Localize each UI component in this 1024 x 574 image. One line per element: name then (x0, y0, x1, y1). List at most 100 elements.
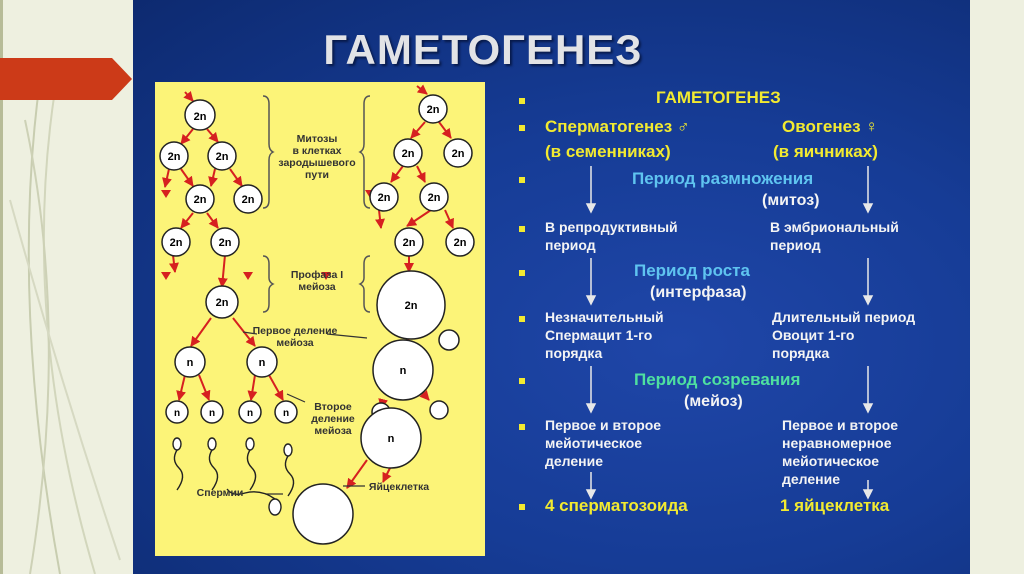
svg-text:2n: 2n (216, 151, 229, 163)
cell-oocyte-2n: 2n (376, 270, 446, 340)
svg-text:2n: 2n (194, 194, 207, 206)
sperm-meiosis: Первое и второе мейотическое деление (545, 417, 662, 469)
svg-text:n: n (283, 408, 289, 419)
cell-diploid: 2n (393, 138, 423, 168)
mitosis-label: (митоз) (762, 192, 820, 209)
period-reproduction: Период размножения (632, 169, 814, 188)
cell-haploid: n (174, 346, 206, 378)
cell-diploid: 2n (161, 227, 191, 257)
cell-diploid: 2n (394, 227, 424, 257)
svg-text:n: n (259, 357, 266, 369)
bullet (519, 424, 525, 430)
period-growth: Период роста (634, 261, 750, 280)
bullet (519, 504, 525, 510)
sperm-result: 4 сперматозоида (545, 496, 688, 515)
svg-text:2n: 2n (242, 194, 255, 206)
cell-diploid: 2n (185, 184, 215, 214)
sperm-growth: Незначительный Спермацит 1-го порядка (545, 309, 664, 361)
cell-diploid: 2n (419, 182, 449, 212)
in-testes-label: (в семенниках) (545, 142, 671, 161)
svg-text:2n: 2n (405, 300, 418, 312)
svg-text:n: n (247, 408, 253, 419)
sperm-reproduction-time: В репродуктивный период (545, 219, 678, 253)
cell-diploid: 2n (159, 141, 189, 171)
cell-diploid: 2n (205, 285, 239, 319)
svg-text:2n: 2n (403, 237, 416, 249)
cell-diploid: 2n (207, 141, 237, 171)
bullet (519, 378, 525, 384)
cell-diploid: 2n (418, 94, 448, 124)
sperm-cell (283, 443, 295, 497)
in-ovaries-label: (в яичниках) (773, 142, 878, 161)
decor-lines (0, 0, 121, 574)
cell-diploid: 2n (369, 182, 399, 212)
cell-polar-body (429, 400, 449, 420)
cell-haploid: n (274, 400, 298, 424)
cell-haploid: n (246, 346, 278, 378)
svg-text:2n: 2n (219, 237, 232, 249)
cell-diploid: 2n (443, 138, 473, 168)
cell-haploid: n (165, 400, 189, 424)
cell-polar-body (438, 329, 460, 351)
bullet (519, 98, 525, 104)
bullet (519, 125, 525, 131)
oo-meiosis: Первое и второе неравномерное мейотическ… (782, 417, 899, 487)
svg-text:n: n (400, 365, 407, 377)
svg-text:2n: 2n (194, 111, 207, 123)
svg-text:2n: 2n (402, 148, 415, 160)
label-pointers (242, 331, 368, 495)
cell-diploid: 2n (445, 227, 475, 257)
right-cells: 2n 2n 2n 2n 2n 2n 2n 2n n n (292, 94, 475, 545)
oo-result: 1 яйцеклетка (780, 496, 890, 515)
cell-diploid: 2n (184, 99, 216, 131)
cell-oocyte-n: n (360, 407, 422, 469)
oo-growth: Длительный период Овоцит 1-го порядка (772, 309, 916, 361)
interphase-label: (интерфаза) (650, 284, 747, 301)
brackets (262, 95, 371, 313)
bullet (519, 270, 525, 276)
left-cells: 2n 2n 2n 2n 2n 2n 2n 2n n n n n n n (159, 99, 298, 424)
bullet (519, 177, 525, 183)
label-sperm: Спермии (197, 487, 244, 499)
cell-diploid: 2n (210, 227, 240, 257)
sperm-cells (172, 437, 295, 516)
period-maturation: Период созревания (634, 370, 801, 389)
gametogenesis-table: ГАМЕТОГЕНЕЗ Сперматогенез ♂ Овогенез ♀ (… (490, 80, 970, 574)
slide-title: ГАМЕТОГЕНЕЗ (323, 26, 643, 73)
bullet (519, 316, 525, 322)
cell-haploid: n (238, 400, 262, 424)
svg-text:2n: 2n (170, 237, 183, 249)
bullet (519, 226, 525, 232)
right-margin (970, 0, 1024, 574)
red-pointer-arrow (0, 58, 132, 100)
svg-text:n: n (209, 408, 215, 419)
svg-text:2n: 2n (428, 192, 441, 204)
svg-text:2n: 2n (168, 151, 181, 163)
svg-text:2n: 2n (216, 297, 229, 309)
svg-text:n: n (187, 357, 194, 369)
svg-text:n: n (174, 408, 180, 419)
meiosis-label: (мейоз) (684, 393, 743, 410)
sperm-cell (207, 437, 219, 491)
sperm-cell (172, 437, 184, 491)
svg-text:2n: 2n (452, 148, 465, 160)
svg-text:2n: 2n (427, 104, 440, 116)
label-egg: Яйцеклетка (369, 481, 429, 493)
flow-arrows (585, 166, 874, 500)
oo-embryonic-time: В эмбриональный период (770, 219, 899, 253)
table-heading: ГАМЕТОГЕНЕЗ (656, 88, 781, 107)
sperm-cell (226, 488, 282, 516)
svg-text:2n: 2n (378, 192, 391, 204)
cell-haploid: n (200, 400, 224, 424)
oogenesis-label: Овогенез ♀ (782, 117, 879, 136)
gametogenesis-diagram: 2n 2n 2n 2n 2n 2n 2n 2n n n n n n n 2n 2… (155, 82, 485, 556)
cell-oocyte-n: n (372, 339, 434, 401)
svg-text:n: n (388, 433, 395, 445)
svg-text:2n: 2n (454, 237, 467, 249)
sperm-cell (245, 437, 257, 491)
cell-diploid: 2n (233, 184, 263, 214)
